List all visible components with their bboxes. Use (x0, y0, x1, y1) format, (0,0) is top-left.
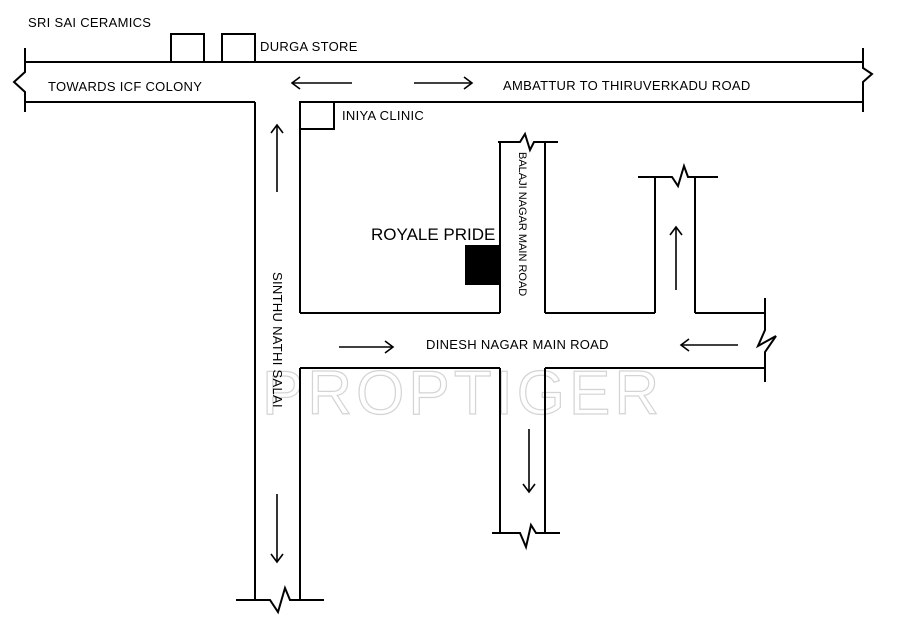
durga-store-shop (221, 33, 256, 63)
sri-sai-ceramics-shop (170, 33, 205, 63)
arrow-left-main-road (290, 76, 352, 90)
royale-pride-building (465, 245, 500, 285)
arrow-up-right-road (669, 225, 683, 290)
right-side-road (638, 162, 718, 313)
arrow-right-dinesh-road (339, 340, 395, 354)
balaji-nagar-label: BALAJI NAGAR MAIN ROAD (516, 152, 528, 296)
royale-pride-label: ROYALE PRIDE (371, 225, 495, 244)
ambattur-thiruverkadu-road (12, 48, 874, 112)
arrow-up-sinthu-road (270, 123, 284, 192)
arrow-down-sinthu-road (270, 494, 284, 564)
dinesh-nagar-main-road (300, 298, 777, 382)
towards-icf-colony-label: TOWARDS ICF COLONY (48, 79, 202, 94)
dinesh-nagar-label: DINESH NAGAR MAIN ROAD (426, 337, 609, 352)
arrow-right-main-road (414, 76, 474, 90)
iniya-clinic-building (299, 101, 335, 130)
ambattur-road-label: AMBATTUR TO THIRUVERKADU ROAD (503, 78, 751, 93)
arrow-left-dinesh-road (679, 338, 738, 352)
sri-sai-ceramics-label: SRI SAI CERAMICS (28, 15, 151, 30)
iniya-clinic-label: INIYA CLINIC (342, 108, 424, 123)
watermark: PROPTIGER (262, 359, 663, 428)
sinthu-nathi-salai-road (236, 102, 324, 615)
sinthu-nathi-salai-label: SINTHU NATHI SALAI (270, 272, 285, 408)
lower-road (492, 368, 560, 551)
durga-store-label: DURGA STORE (260, 39, 358, 54)
arrow-down-lower-road (522, 429, 536, 494)
